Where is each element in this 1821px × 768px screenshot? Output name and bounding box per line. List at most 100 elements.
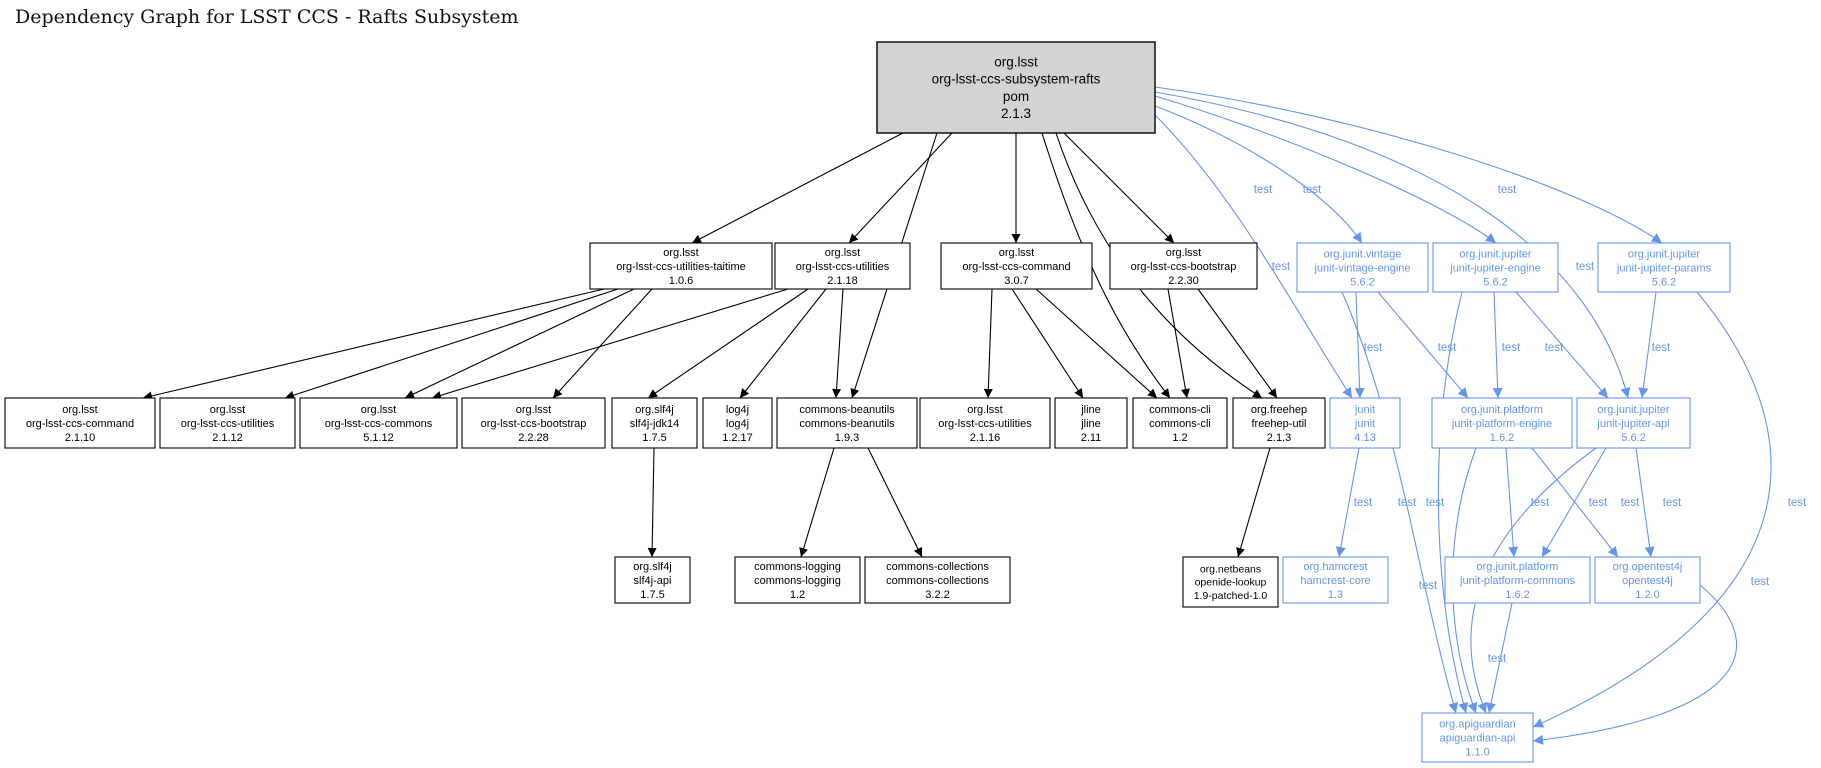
edge-junit-to-hamcrest-core xyxy=(1335,447,1360,558)
edge-ccs-bootstrap-2-2-30-to-freehep-util xyxy=(1197,288,1278,399)
edge-junit-jupiter-api-to-opentest4j xyxy=(1635,447,1655,558)
edges-layer xyxy=(142,86,1772,745)
node-box-rafts-pom xyxy=(876,41,1156,134)
edge-junit-vintage-engine-to-junit xyxy=(1354,291,1365,399)
edge-ccs-utilities-taitime-to-ccs-commons-5-1-12 xyxy=(404,288,635,399)
edge-rafts-pom-to-junit xyxy=(1154,114,1353,399)
node-box-junit-platform-commons xyxy=(1444,556,1591,604)
node-box-apiguardian-api xyxy=(1421,712,1534,763)
node-box-ccs-command-3-0-7 xyxy=(940,242,1093,290)
node-box-slf4j-jdk14 xyxy=(611,397,698,449)
edge-label-junit-platform-engine-to-opentest4j: test xyxy=(1589,497,1608,509)
edge-ccs-utilities-2-1-18-to-ccs-commons-5-1-12 xyxy=(431,288,789,400)
edge-junit-vintage-engine-to-apiguardian-api xyxy=(1341,291,1459,714)
edge-opentest4j-to-apiguardian-api xyxy=(1532,584,1737,745)
node-box-commons-cli xyxy=(1132,397,1228,449)
edge-rafts-pom-to-junit-vintage-engine xyxy=(1154,105,1363,244)
node-box-slf4j-api xyxy=(614,556,691,604)
node-box-ccs-bootstrap-2-2-28 xyxy=(461,397,606,449)
node-box-commons-beanutils xyxy=(776,397,918,449)
edge-label-junit-jupiter-api-to-opentest4j: test xyxy=(1663,497,1682,509)
edge-label-rafts-pom-to-junit: test xyxy=(1272,261,1291,273)
edge-ccs-command-3-0-7-to-ccs-utilities-2-1-16 xyxy=(983,288,993,399)
node-box-jline xyxy=(1054,397,1128,449)
edge-label-rafts-pom-to-junit-jupiter-engine: test xyxy=(1303,184,1322,196)
edge-rafts-pom-to-freehep-util xyxy=(1055,132,1263,399)
node-box-ccs-utilities-taitime xyxy=(589,242,773,290)
edge-ccs-bootstrap-2-2-30-to-commons-cli xyxy=(1167,288,1190,399)
edge-rafts-pom-to-junit-jupiter-engine xyxy=(1154,95,1497,244)
node-box-ccs-utilities-2-1-12 xyxy=(159,397,296,449)
edge-junit-jupiter-params-to-apiguardian-api xyxy=(1532,291,1772,728)
node-box-opentest4j xyxy=(1594,556,1701,604)
node-box-junit-jupiter-params xyxy=(1597,242,1731,293)
edge-rafts-pom-to-ccs-bootstrap-2-2-30 xyxy=(1063,132,1175,244)
edge-junit-jupiter-api-to-junit-platform-commons xyxy=(1541,447,1607,558)
edge-ccs-utilities-taitime-to-ccs-bootstrap-2-2-28 xyxy=(552,288,653,399)
edge-label-junit-jupiter-params-to-junit-jupiter-api: test xyxy=(1652,342,1671,354)
edge-rafts-pom-to-junit-jupiter-params xyxy=(1154,86,1663,244)
node-box-freehep-util xyxy=(1232,397,1326,449)
edge-ccs-utilities-2-1-18-to-commons-beanutils xyxy=(832,288,844,399)
edge-junit-platform-engine-to-opentest4j xyxy=(1531,447,1619,558)
edge-junit-jupiter-engine-to-apiguardian-api xyxy=(1437,291,1469,714)
edge-commons-beanutils-to-commons-logging xyxy=(799,447,835,558)
edge-junit-jupiter-engine-to-junit-platform-engine xyxy=(1492,291,1503,399)
node-box-junit-jupiter-api xyxy=(1576,397,1691,449)
edge-slf4j-jdk14-to-slf4j-api xyxy=(647,447,657,558)
edge-label-junit-platform-commons-to-apiguardian-api: test xyxy=(1488,653,1507,665)
edge-label-junit-jupiter-params-to-apiguardian-api: test xyxy=(1788,497,1807,509)
edge-junit-vintage-engine-to-junit-platform-engine xyxy=(1377,291,1469,399)
edge-label-junit-jupiter-engine-to-apiguardian-api: test xyxy=(1426,497,1445,509)
edge-label-junit-platform-engine-to-junit-platform-commons: test xyxy=(1531,497,1550,509)
edge-label-rafts-pom-to-junit-vintage-engine: test xyxy=(1254,184,1273,196)
node-box-commons-collections xyxy=(864,556,1011,604)
node-box-ccs-utilities-2-1-16 xyxy=(919,397,1051,449)
page-title: Dependency Graph for LSST CCS - Rafts Su… xyxy=(15,6,519,28)
edge-junit-platform-commons-to-apiguardian-api xyxy=(1486,602,1513,714)
edge-rafts-pom-to-commons-cli xyxy=(1041,132,1171,399)
edge-ccs-utilities-2-1-18-to-log4j xyxy=(739,288,827,399)
node-box-junit-vintage-engine xyxy=(1296,242,1429,293)
edge-junit-jupiter-params-to-junit-jupiter-api xyxy=(1638,291,1657,399)
edge-label-rafts-pom-to-junit-jupiter-api: test xyxy=(1576,261,1595,273)
edge-commons-beanutils-to-commons-collections xyxy=(867,447,923,558)
edge-junit-platform-engine-to-junit-platform-commons xyxy=(1505,447,1519,558)
